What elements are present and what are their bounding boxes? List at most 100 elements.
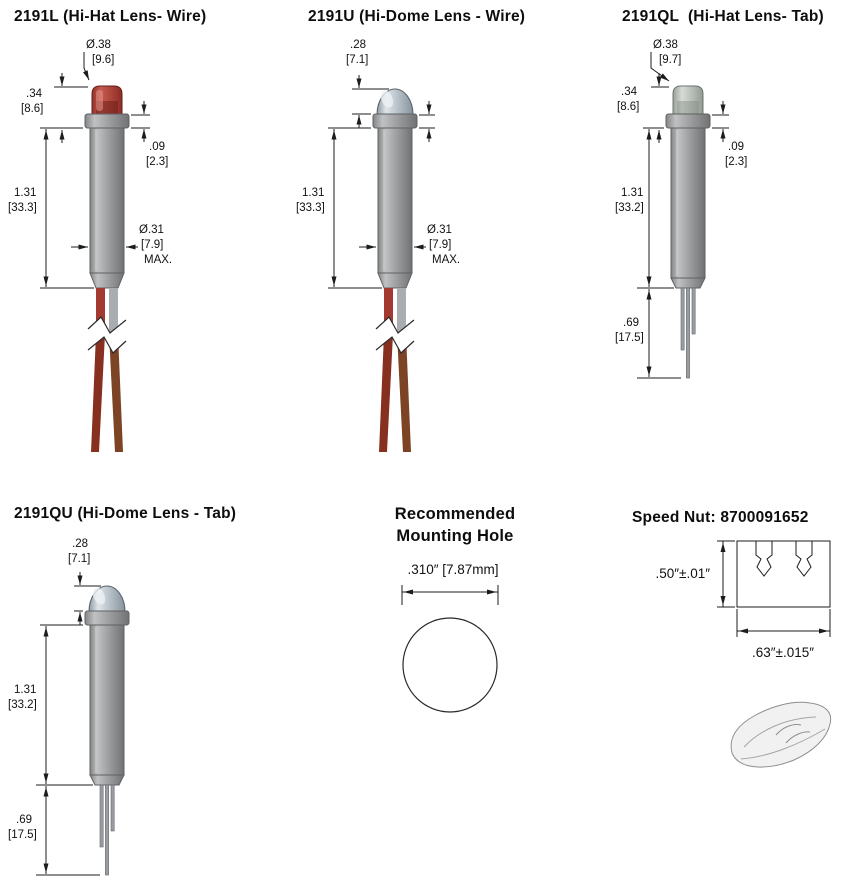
- dim-lens-dia-in: Ø.38: [86, 39, 111, 51]
- spring-arm-left: [755, 541, 773, 577]
- drawing-2191qu: .28 [7.1] 1.31 [33.2] .69 [17.5]: [8, 538, 130, 876]
- dim-body-dia-in: Ø.31: [427, 224, 452, 236]
- dome-highlight: [92, 587, 106, 605]
- dimensions-2191l: Ø.38 [9.6] .34 [8.6] .09 [2.3] 1.31 [33.…: [8, 39, 172, 289]
- drawing-2191ql: Ø.38 [9.7] .34 [8.6] .09 [2.3] 1.31 [33.…: [615, 39, 747, 379]
- leader-lens-dia: [650, 52, 670, 82]
- drawing-mounting-hole: .310″ [7.87mm]: [401, 562, 499, 713]
- speed-nut-3d-view: [730, 701, 832, 768]
- break-line-top: [375, 316, 415, 334]
- dim-tab-len-in: .69: [623, 317, 639, 329]
- panel-title-2191l: 2191L (Hi-Hat Lens- Wire): [14, 8, 207, 25]
- dim-body-dia-mm: [7.9]: [429, 239, 451, 251]
- leader-lens-dia: [83, 52, 90, 81]
- wire-left-lower: [379, 334, 393, 452]
- flange: [84, 610, 130, 626]
- panel-title-speed-nut: Speed Nut: 8700091652: [632, 509, 809, 526]
- nut-fold-line-1: [743, 716, 817, 748]
- break-line-top: [87, 316, 127, 334]
- dim-body-len-mm: [33.3]: [8, 202, 37, 214]
- wire-right-lower: [109, 334, 123, 452]
- panel-2191u: 2191U (Hi-Dome Lens - Wire): [288, 0, 578, 497]
- dim-hole-dia: .310″ [7.87mm]: [407, 562, 498, 577]
- flange: [84, 113, 130, 129]
- tab-terminal-left: [99, 784, 104, 848]
- dim-body-dia-in: Ø.31: [139, 224, 164, 236]
- panel-speed-nut: Speed Nut: 8700091652 .50″±.01″ .63″±.01…: [580, 497, 850, 886]
- dim-body-len-mm: [33.2]: [615, 202, 644, 214]
- dim-body-len-in: 1.31: [621, 187, 643, 199]
- barrel: [89, 624, 125, 776]
- panel-mounting-hole: Recommended Mounting Hole .310″ [7.87mm]: [330, 497, 580, 737]
- drawing-2191l: Ø.38 [9.6] .34 [8.6] .09 [2.3] 1.31 [33.…: [8, 39, 172, 452]
- dimensions-2191ql: Ø.38 [9.7] .34 [8.6] .09 [2.3] 1.31 [33.…: [615, 39, 747, 379]
- wire-left-upper: [96, 288, 105, 335]
- wire-right-lower: [397, 334, 411, 452]
- nut-prong-2: [785, 731, 811, 744]
- dim-nut-height: .50″±.01″: [655, 566, 710, 581]
- lens-inner-shade: [677, 101, 699, 114]
- dim-dome-h-mm: [7.1]: [68, 553, 90, 565]
- lens-highlight: [96, 90, 103, 111]
- dim-lens-h-mm: [8.6]: [21, 103, 43, 115]
- led-2191qu-body: [84, 585, 130, 876]
- dim-tab-len-in: .69: [16, 814, 32, 826]
- dome-highlight: [380, 90, 394, 108]
- tab-terminal-right: [691, 287, 696, 335]
- mounting-hole-title-line2: Mounting Hole: [396, 527, 514, 545]
- speed-nut-outline: [736, 540, 831, 608]
- nut-fold-line-2: [740, 728, 826, 760]
- wire-break-symbol: [88, 317, 126, 353]
- barrel: [89, 127, 125, 274]
- barrel-taper: [89, 272, 125, 289]
- dimensions-2191u: .28 [7.1] 1.31 [33.3] Ø.31 [7.9] MAX.: [296, 39, 460, 289]
- panel-2191qu: 2191QU (Hi-Dome Lens - Tab): [0, 497, 290, 886]
- dim-body-len-in: 1.31: [302, 187, 324, 199]
- panel-title-2191qu: 2191QU (Hi-Dome Lens - Tab): [14, 505, 237, 522]
- speed-nut-front-view: [717, 540, 831, 637]
- panel-2191l: 2191L (Hi-Hat Lens- Wire): [0, 0, 290, 497]
- dim-lens-h-in: .34: [621, 86, 638, 98]
- break-line-bottom: [375, 336, 415, 354]
- dim-lens-dia-mm: [9.6]: [92, 54, 114, 66]
- dim-lens-h-mm: [8.6]: [617, 101, 639, 113]
- wire-left-upper: [384, 288, 393, 335]
- hi-hat-lens: [672, 85, 704, 117]
- dim-tab-len-mm: [17.5]: [615, 332, 644, 344]
- panel-2191ql: 2191QL (Hi-Hat Lens- Tab): [581, 0, 850, 497]
- tab-terminal-long: [686, 287, 690, 379]
- dimensions-mounting-hole: [401, 585, 499, 605]
- wire-right-upper: [109, 288, 118, 335]
- barrel-endcap: [89, 774, 125, 786]
- drawing-2191u: .28 [7.1] 1.31 [33.3] Ø.31 [7.9] MAX.: [296, 39, 460, 452]
- dim-tab-len-mm: [17.5]: [8, 829, 37, 841]
- dim-body-dia-max: MAX.: [144, 254, 172, 266]
- panel-title-2191ql: 2191QL (Hi-Hat Lens- Tab): [622, 8, 824, 25]
- dim-body-dia-max: MAX.: [432, 254, 460, 266]
- spring-arm-right: [795, 541, 813, 577]
- dim-flange-in: .09: [728, 141, 744, 153]
- mounting-hole-title-line1: Recommended: [394, 505, 516, 523]
- dim-lens-dia-mm: [9.7]: [659, 54, 681, 66]
- dim-body-len-mm: [33.2]: [8, 699, 37, 711]
- nut-prong-1: [775, 724, 802, 736]
- dim-body-len-in: 1.31: [14, 187, 36, 199]
- dim-lens-h-in: .34: [26, 88, 43, 100]
- dim-body-dia-mm: [7.9]: [141, 239, 163, 251]
- mounting-hole-circle: [402, 617, 498, 713]
- wire-break-symbol: [376, 317, 414, 353]
- dim-flange-mm: [2.3]: [725, 156, 747, 168]
- tab-terminal-right: [110, 784, 115, 832]
- nut-plate: [730, 701, 832, 768]
- dim-body-len-mm: [33.3]: [296, 202, 325, 214]
- barrel-endcap: [670, 277, 706, 289]
- dim-body-len-in: 1.31: [14, 684, 36, 696]
- break-line-bottom: [87, 336, 127, 354]
- led-2191ql-body: [665, 85, 711, 379]
- tab-terminal-long: [105, 784, 109, 876]
- flange: [372, 113, 418, 129]
- barrel: [377, 127, 413, 274]
- flange: [665, 113, 711, 129]
- dim-dome-h-mm: [7.1]: [346, 54, 368, 66]
- dim-flange-mm: [2.3]: [146, 156, 168, 168]
